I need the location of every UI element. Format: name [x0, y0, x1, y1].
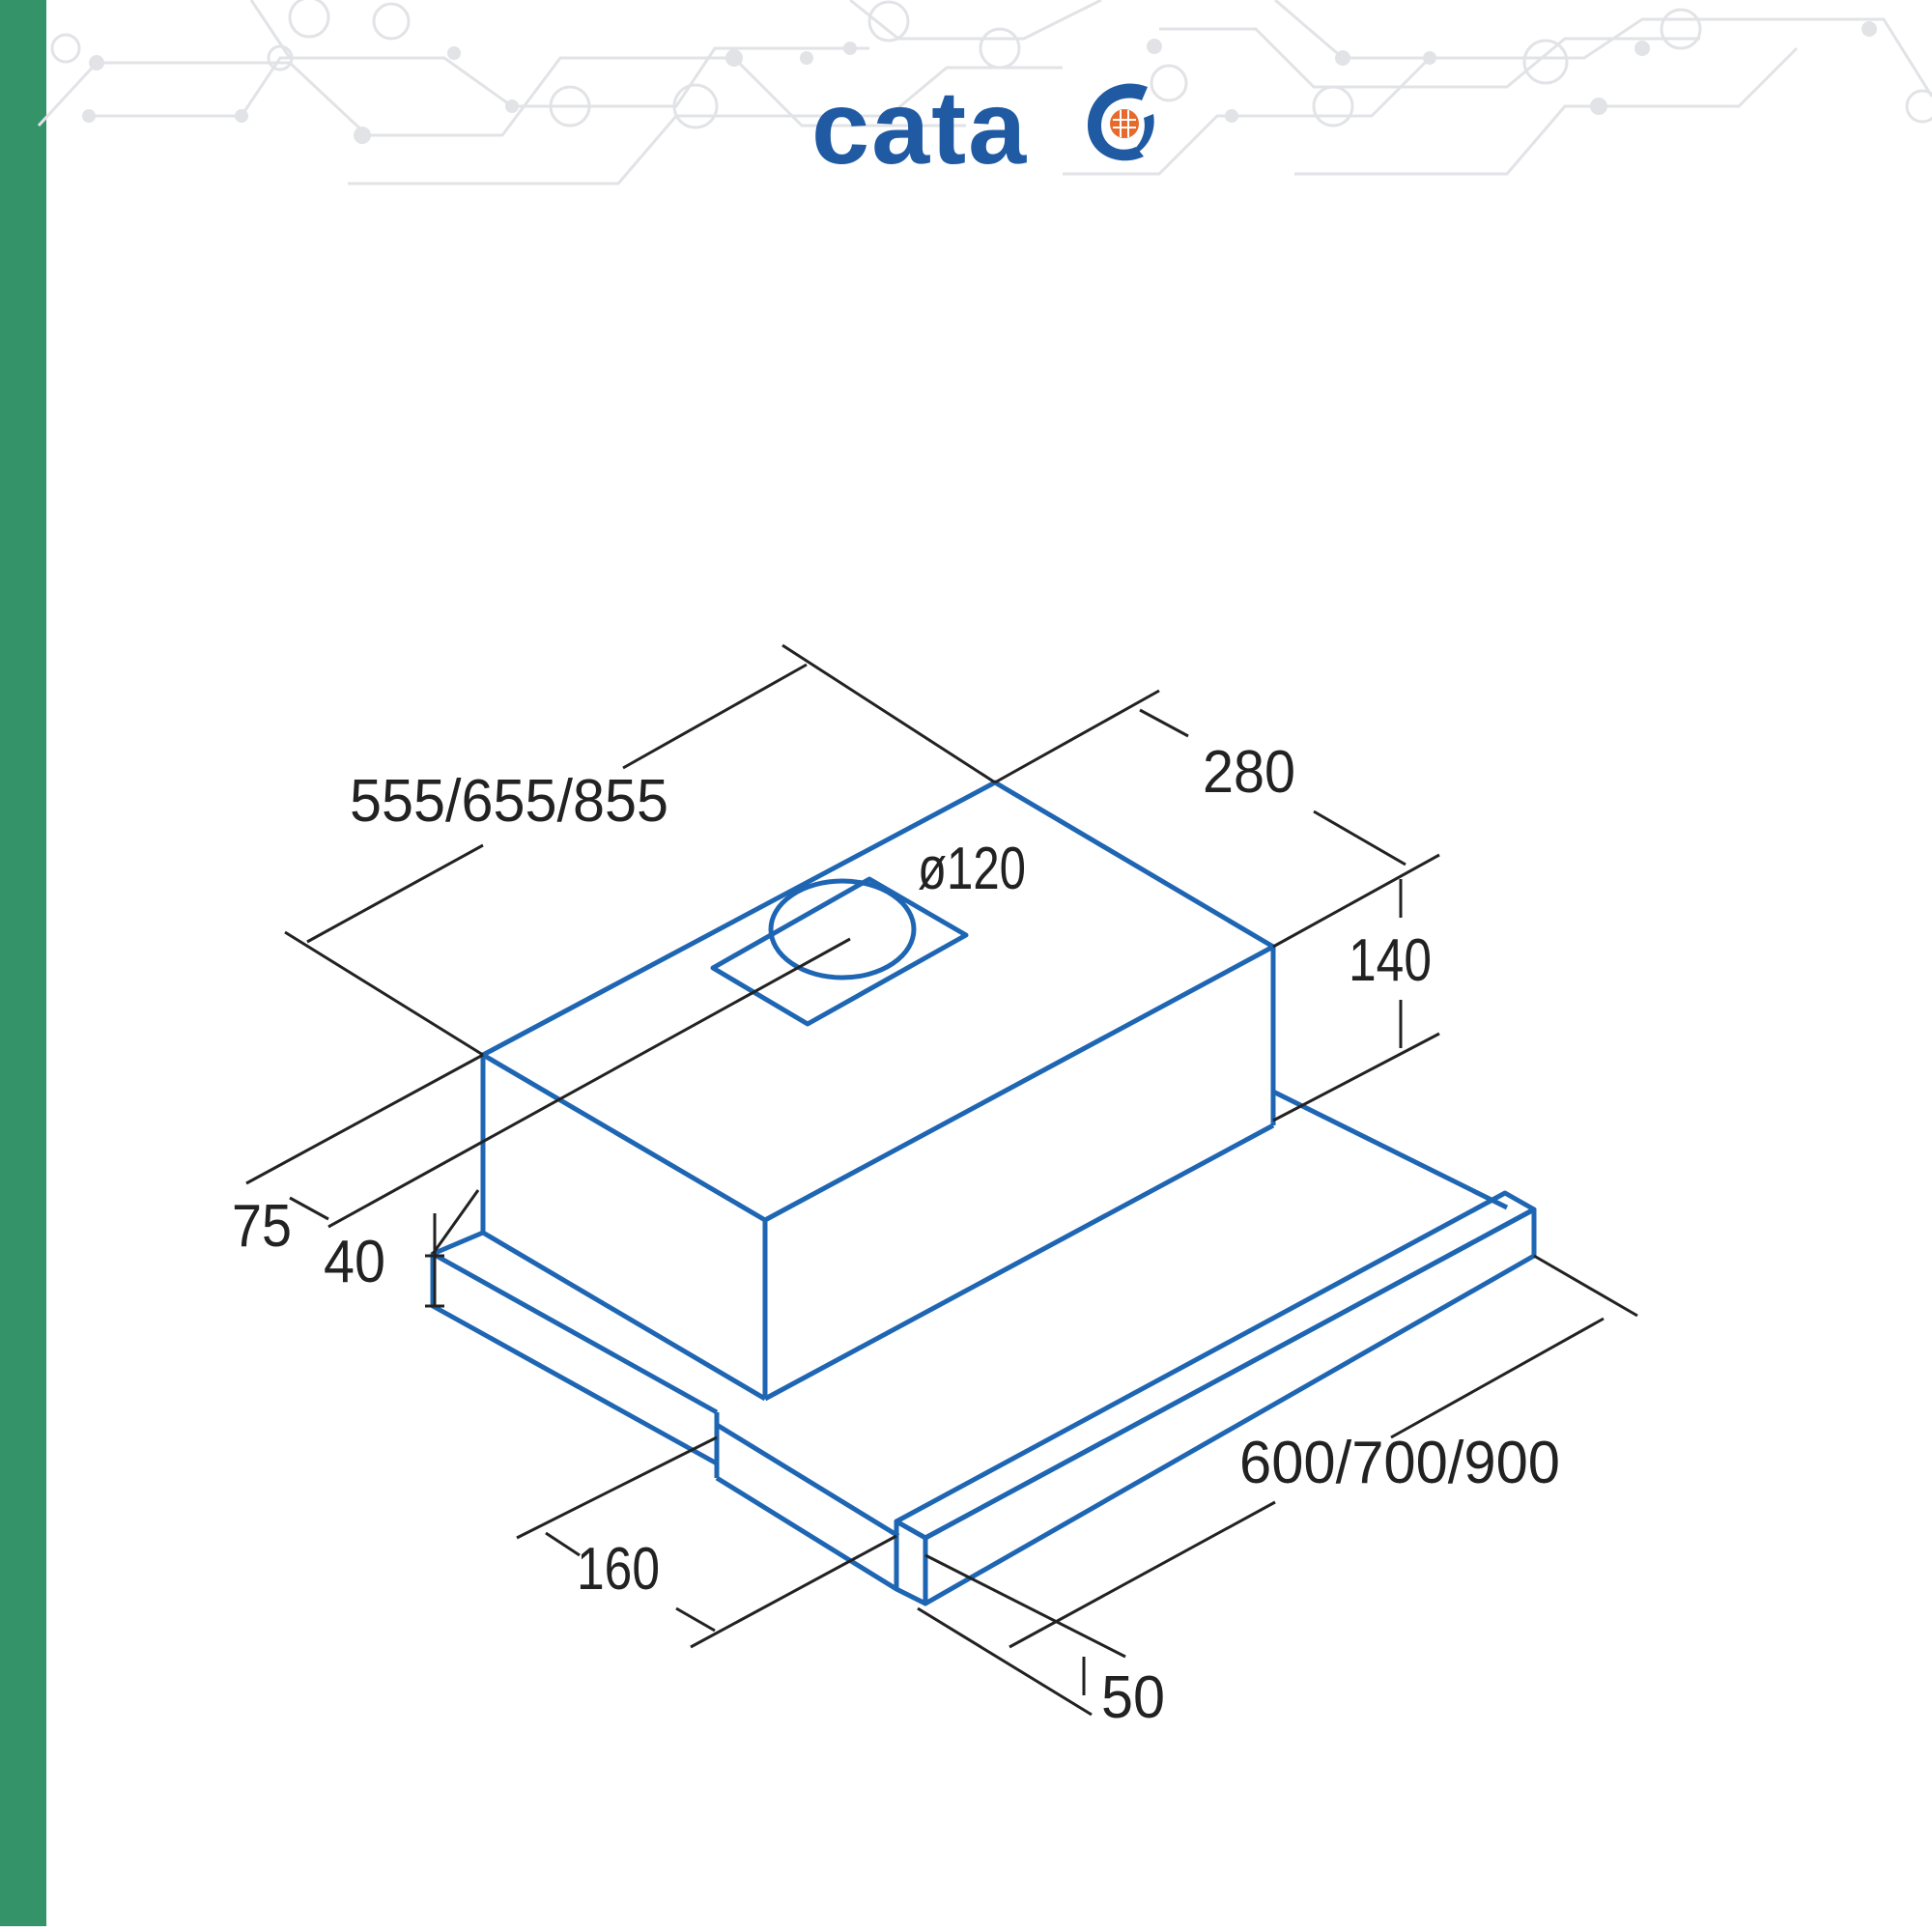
- dim-body-height-label: 140: [1349, 927, 1432, 994]
- cata-logo-text: cata: [811, 69, 1029, 185]
- cata-logo-icon: [1088, 83, 1154, 161]
- dim-handle-height-label: 50: [1101, 1664, 1165, 1731]
- dim-front-width-label: 600/700/900: [1239, 1430, 1560, 1496]
- dim-top-length-label: 555/655/855: [350, 768, 668, 835]
- dim-front-offset-label: 75: [232, 1193, 292, 1260]
- dim-panel-height-label: 40: [324, 1229, 385, 1295]
- dim-outlet-diameter-label: ø120: [918, 836, 1026, 902]
- dim-depth-label: 280: [1203, 739, 1295, 806]
- dim-tray-depth-label: 160: [577, 1536, 660, 1603]
- circuit-background-pattern: [37, 0, 1932, 185]
- dimension-lines: [245, 643, 1638, 1717]
- side-accent-bar: [0, 0, 46, 1926]
